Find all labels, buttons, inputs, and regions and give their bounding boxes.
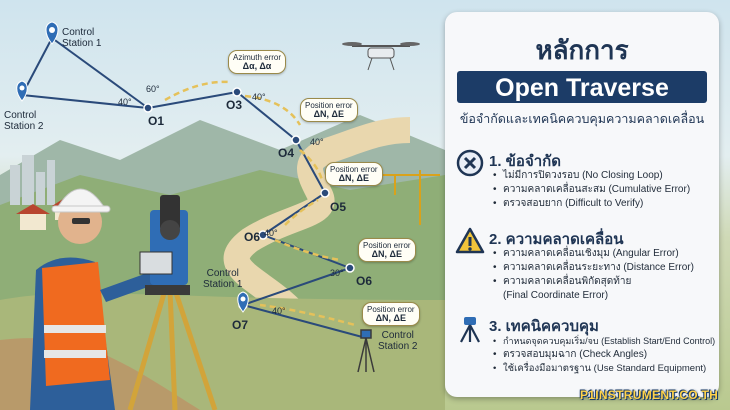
construction-crane	[380, 170, 440, 225]
subtitle: ข้อจำกัดและเทคนิคควบคุมความคลาดเคลื่อน	[459, 112, 705, 126]
control-station-2-label: Control Station 2	[378, 330, 418, 352]
section-2-list: ความคลาดเคลื่อนเชิงมุม (Angular Error) ค…	[493, 247, 694, 303]
list-item: ความคลาดเคลื่อนเชิงมุม (Angular Error)	[493, 247, 694, 261]
station-o7-label: O7	[232, 318, 249, 332]
list-item: ตรวจสอบยาก (Difficult to Verify)	[493, 197, 690, 211]
section-1-heading: 1. ข้อจำกัด	[489, 153, 561, 170]
station-o1-label: O1	[148, 114, 165, 128]
angle-label: 40°	[118, 97, 132, 107]
station-o5-label: O5	[330, 200, 347, 214]
control-station-1-label: Control Station 1	[62, 27, 102, 49]
city-skyline	[10, 155, 55, 205]
station-o6-label: O6	[244, 230, 261, 244]
angle-label: 60°	[146, 84, 160, 94]
list-item: กำหนดจุดควบคุมเริ่ม/จบ (Establish Start/…	[493, 334, 715, 348]
total-station-icon	[127, 195, 218, 410]
warning-triangle-icon	[455, 227, 485, 254]
bubble-title: Position error	[305, 101, 353, 110]
x-circle-icon	[456, 149, 484, 177]
position-error-bubble: Position error ΔN, ΔE	[300, 98, 358, 122]
angle-label: 40°	[252, 92, 266, 102]
tripod-icon	[460, 317, 480, 343]
list-item: ความคลาดเคลื่อนระยะทาง (Distance Error)	[493, 261, 694, 275]
angle-label: 40°	[310, 137, 324, 147]
angle-label: 30°	[330, 268, 344, 278]
error-propagation-arrows	[164, 80, 356, 327]
bubble-title: Position error	[330, 165, 378, 174]
station-o3-label: O3	[226, 98, 243, 112]
info-panel: หลักการ Open Traverse ข้อจำกัดและเทคนิคค…	[445, 12, 719, 397]
list-item: ตรวจสอบมุมฉาก (Check Angles)	[493, 348, 715, 362]
list-item: ความคลาดเคลื่อนพิกัดสุดท้าย (Final Coord…	[493, 275, 694, 303]
bubble-symbols: ΔN, ΔE	[338, 173, 370, 183]
position-error-bubble: Position error ΔN, ΔE	[358, 238, 416, 262]
bubble-title: Position error	[363, 241, 411, 250]
angle-label: 40°	[272, 306, 286, 316]
section-3-list: กำหนดจุดควบคุมเริ่ม/จบ (Establish Start/…	[493, 334, 715, 376]
location-pin-icon	[237, 291, 249, 313]
station-o6-label: O6	[356, 274, 373, 288]
control-station-1-label: Control Station 1	[203, 268, 243, 290]
section-1-list: ไม่มีการปิดวงรอบ (No Closing Loop) ความค…	[493, 169, 690, 211]
angle-label: 40°	[264, 228, 278, 238]
traverse-lines	[21, 37, 367, 339]
list-item: ไม่มีการปิดวงรอบ (No Closing Loop)	[493, 169, 690, 183]
drone-icon	[342, 42, 420, 71]
surveyor-figure	[30, 188, 156, 410]
control-station-2-label: Control Station 2	[4, 110, 44, 132]
bubble-title: Azimuth error	[233, 53, 282, 62]
bubble-symbols: ΔN, ΔE	[375, 313, 407, 323]
position-error-bubble: Position error ΔN, ΔE	[325, 162, 383, 186]
section-3-heading: 3. เทคนิคควบคุม	[489, 318, 599, 335]
title-thai: หลักการ	[535, 35, 629, 65]
section-2-heading: 2. ความคลาดเคลื่อน	[489, 231, 624, 248]
list-item: ใช้เครื่องมือมาตรฐาน (Use Standard Equip…	[493, 362, 715, 376]
brand-watermark: P1INSTRUMENT.CO.TH	[580, 388, 719, 402]
position-error-bubble: Position error ΔN, ΔE	[362, 302, 420, 326]
title-english: Open Traverse	[495, 74, 669, 102]
bubble-symbols: ΔN, ΔE	[313, 109, 345, 119]
location-pin-icon	[16, 80, 28, 102]
list-item: ความคลาดเคลื่อนสะสม (Cumulative Error)	[493, 183, 690, 197]
location-pin-icon	[45, 21, 59, 45]
bubble-title: Position error	[367, 305, 415, 314]
station-o4-label: O4	[278, 146, 295, 160]
bubble-symbols: Δα, Δα	[242, 61, 272, 71]
azimuth-error-bubble: Azimuth error Δα, Δα	[228, 50, 287, 74]
tripod-icon	[357, 329, 375, 373]
title-banner: Open Traverse	[457, 71, 707, 103]
bubble-symbols: ΔN, ΔE	[371, 249, 403, 259]
